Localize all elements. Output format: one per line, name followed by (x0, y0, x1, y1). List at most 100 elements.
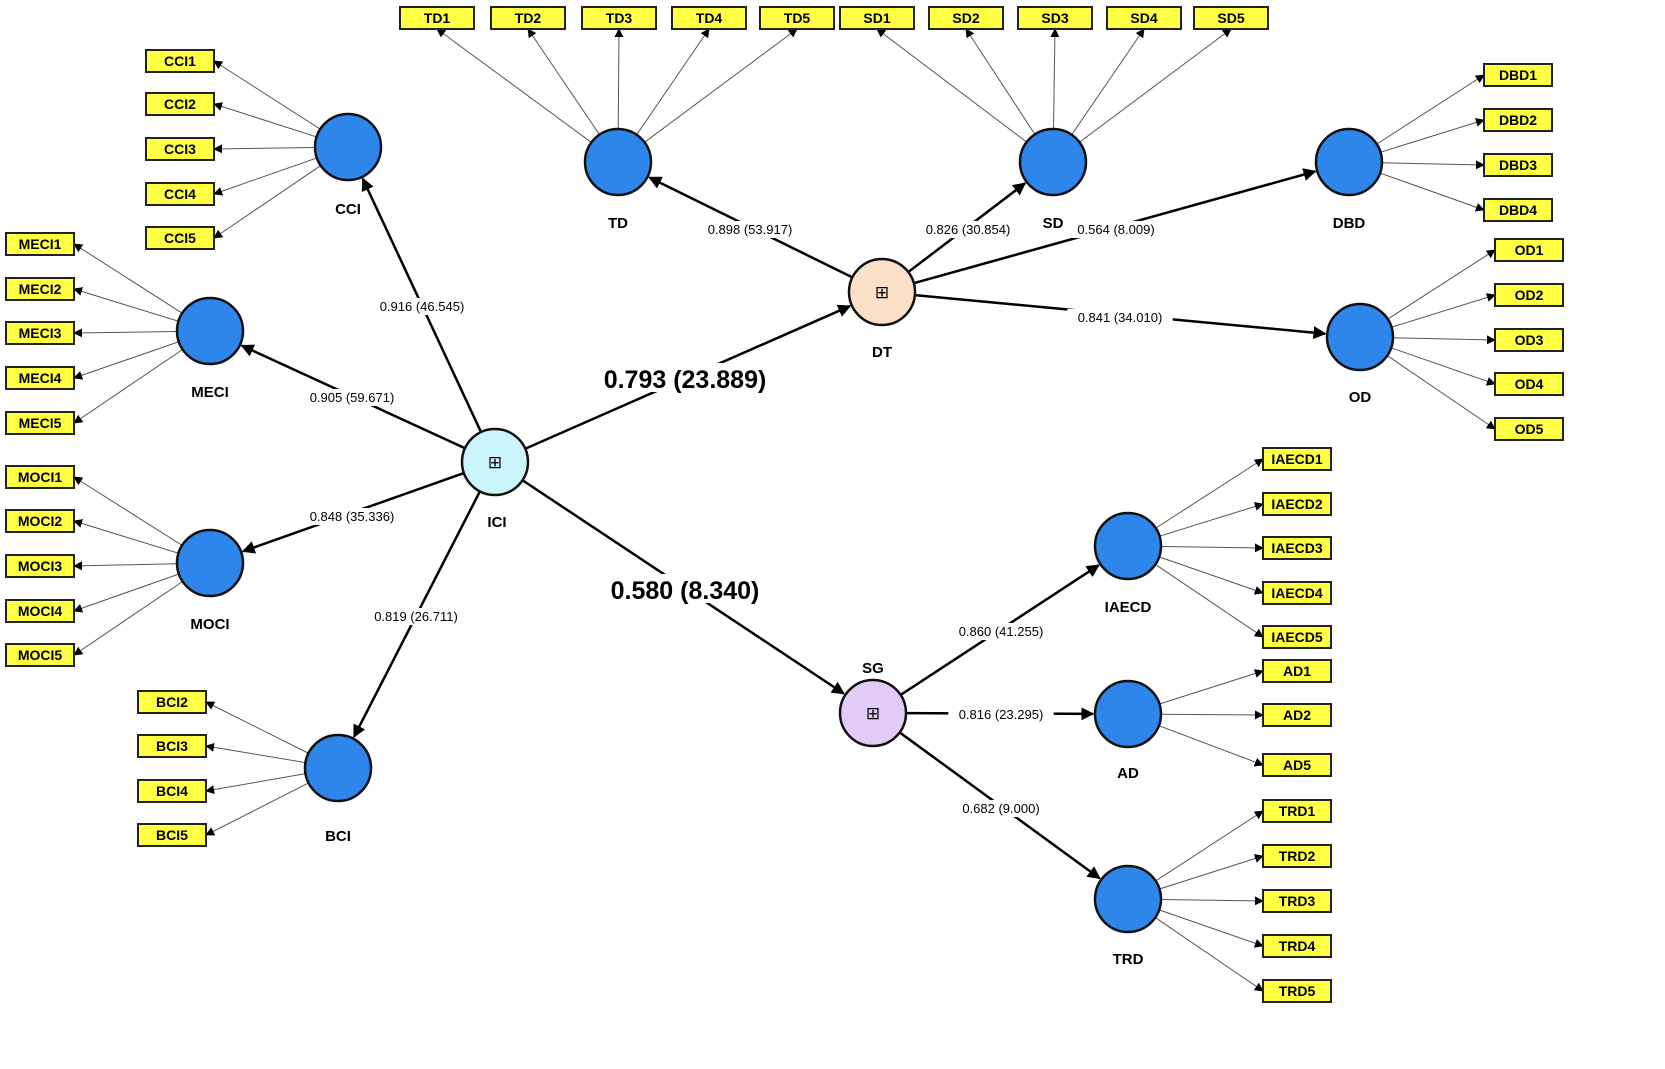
construct-label: DBD (1333, 215, 1366, 232)
indicator-bci2[interactable]: BCI2 (137, 690, 207, 714)
indicator-od5[interactable]: OD5 (1494, 417, 1564, 441)
indicator-link-trd2 (1159, 854, 1264, 890)
indicator-link-bci4 (205, 773, 306, 795)
indicator-moci4[interactable]: MOCI4 (5, 599, 75, 623)
indicator-td5[interactable]: TD5 (759, 6, 835, 30)
indicator-iaecd5[interactable]: IAECD5 (1262, 625, 1332, 649)
indicator-ad1[interactable]: AD1 (1262, 659, 1332, 683)
construct-trd[interactable]: TRD (1093, 864, 1163, 968)
construct-circle (1325, 302, 1395, 372)
indicator-od3[interactable]: OD3 (1494, 328, 1564, 352)
indicator-box (145, 182, 215, 206)
indicator-label: TRD4 (1279, 938, 1316, 954)
indicator-sd2[interactable]: SD2 (928, 6, 1004, 30)
indicator-label: MOCI3 (18, 558, 63, 574)
indicator-moci1[interactable]: MOCI1 (5, 465, 75, 489)
construct-label: SG (862, 660, 884, 677)
indicator-label: BCI3 (156, 738, 188, 754)
indicator-label: SD1 (863, 10, 890, 26)
indicator-meci2[interactable]: MECI2 (5, 277, 75, 301)
construct-dbd[interactable]: DBD (1314, 127, 1384, 232)
indicator-sd1[interactable]: SD1 (839, 6, 915, 30)
indicator-sd5[interactable]: SD5 (1193, 6, 1269, 30)
construct-ici[interactable]: ⊞ICI (460, 427, 530, 531)
indicator-label: IAECD5 (1271, 629, 1323, 645)
indicator-od2[interactable]: OD2 (1494, 283, 1564, 307)
indicator-box (5, 554, 75, 578)
indicator-od4[interactable]: OD4 (1494, 372, 1564, 396)
indicator-meci1[interactable]: MECI1 (5, 232, 75, 256)
construct-od[interactable]: OD (1325, 302, 1395, 406)
path-label-bg (1066, 221, 1166, 238)
indicator-td2[interactable]: TD2 (490, 6, 566, 30)
construct-td[interactable]: TD (583, 127, 653, 232)
path-label-bg (948, 706, 1054, 723)
indicator-label: CCI2 (164, 96, 196, 112)
indicator-bci4[interactable]: BCI4 (137, 779, 207, 803)
indicator-dbd1[interactable]: DBD1 (1483, 63, 1553, 87)
indicator-trd3[interactable]: TRD3 (1262, 889, 1332, 913)
construct-cci[interactable]: CCI (313, 112, 383, 218)
indicator-meci4[interactable]: MECI4 (5, 366, 75, 390)
indicator-td3[interactable]: TD3 (581, 6, 657, 30)
indicator-link-trd1 (1155, 810, 1264, 882)
indicator-link-iaecd4 (1159, 556, 1264, 595)
indicator-iaecd1[interactable]: IAECD1 (1262, 447, 1332, 471)
indicator-trd1[interactable]: TRD1 (1262, 799, 1332, 823)
indicator-box (145, 226, 215, 250)
indicator-iaecd3[interactable]: IAECD3 (1262, 536, 1332, 560)
indicator-link-cci2 (213, 102, 317, 138)
indicator-iaecd2[interactable]: IAECD2 (1262, 492, 1332, 516)
indicator-label: MECI4 (19, 370, 62, 386)
indicator-bci3[interactable]: BCI3 (137, 734, 207, 758)
indicator-label: OD5 (1515, 421, 1544, 437)
indicator-trd2[interactable]: TRD2 (1262, 844, 1332, 868)
indicator-ad5[interactable]: AD5 (1262, 753, 1332, 777)
indicator-trd5[interactable]: TRD5 (1262, 979, 1332, 1003)
indicator-link-td4 (636, 28, 710, 136)
indicator-dbd2[interactable]: DBD2 (1483, 108, 1553, 132)
indicator-ad2[interactable]: AD2 (1262, 703, 1332, 727)
indicator-box (1262, 659, 1332, 683)
construct-meci[interactable]: MECI (175, 296, 245, 401)
indicator-meci3[interactable]: MECI3 (5, 321, 75, 345)
indicator-meci5[interactable]: MECI5 (5, 411, 75, 435)
indicator-moci5[interactable]: MOCI5 (5, 643, 75, 667)
indicator-cci5[interactable]: CCI5 (145, 226, 215, 250)
construct-sd[interactable]: SD (1018, 127, 1088, 232)
indicator-cci3[interactable]: CCI3 (145, 137, 215, 161)
construct-sg[interactable]: ⊞SG (838, 660, 908, 748)
indicator-cci2[interactable]: CCI2 (145, 92, 215, 116)
construct-label: BCI (325, 828, 351, 845)
indicator-box (5, 643, 75, 667)
indicator-link-od2 (1391, 293, 1496, 328)
indicator-iaecd4[interactable]: IAECD4 (1262, 581, 1332, 605)
indicator-td4[interactable]: TD4 (671, 6, 747, 30)
indicator-cci1[interactable]: CCI1 (145, 49, 215, 73)
construct-dt[interactable]: ⊞DT (847, 257, 917, 361)
indicator-td1[interactable]: TD1 (399, 6, 475, 30)
indicator-link-ad1 (1159, 669, 1264, 705)
indicator-box (137, 734, 207, 758)
indicator-box (1262, 581, 1332, 605)
indicator-moci2[interactable]: MOCI2 (5, 509, 75, 533)
indicator-link-bci5 (205, 782, 309, 836)
indicator-sd3[interactable]: SD3 (1017, 6, 1093, 30)
construct-moci[interactable]: MOCI (175, 528, 245, 633)
indicator-bci5[interactable]: BCI5 (137, 823, 207, 847)
indicator-od1[interactable]: OD1 (1494, 238, 1564, 262)
indicator-cci4[interactable]: CCI4 (145, 182, 215, 206)
edges-layer (73, 28, 1496, 992)
indicator-label: OD4 (1515, 376, 1544, 392)
construct-bci[interactable]: BCI (303, 733, 373, 845)
indicator-box (1262, 934, 1332, 958)
indicator-box (399, 6, 475, 30)
indicator-dbd3[interactable]: DBD3 (1483, 153, 1553, 177)
indicator-trd4[interactable]: TRD4 (1262, 934, 1332, 958)
indicator-moci3[interactable]: MOCI3 (5, 554, 75, 578)
indicator-sd4[interactable]: SD4 (1106, 6, 1182, 30)
construct-ad[interactable]: AD (1093, 679, 1163, 782)
construct-iaecd[interactable]: IAECD (1093, 511, 1163, 616)
indicator-label: CCI3 (164, 141, 196, 157)
indicator-dbd4[interactable]: DBD4 (1483, 198, 1553, 222)
